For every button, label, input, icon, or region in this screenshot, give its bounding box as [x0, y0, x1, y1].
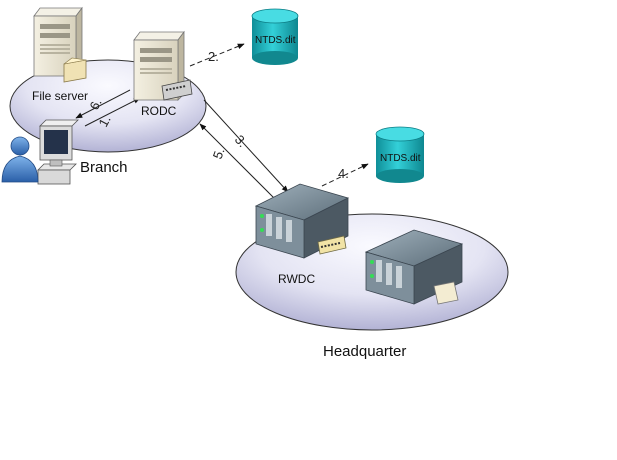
step-label-5: 5. — [210, 146, 228, 161]
hq-server-icon — [364, 229, 464, 305]
arrow-step-3 — [203, 99, 289, 193]
rwdc-server-icon — [254, 183, 350, 259]
arrow-step-1 — [84, 97, 141, 127]
user-icon — [1, 136, 39, 183]
arrow-step-2 — [189, 43, 245, 67]
rwdc-label: RWDC — [278, 272, 315, 286]
file-server-icon — [33, 6, 87, 83]
database-icon-branch — [251, 8, 299, 65]
arrow-step-4 — [321, 163, 369, 187]
step-label-2: 2. — [208, 49, 219, 64]
file-server-label: File server — [32, 89, 88, 103]
rodc-label: RODC — [141, 104, 177, 118]
arrow-step-5 — [199, 123, 277, 201]
headquarter-label: Headquarter — [323, 343, 406, 360]
arrow-step-6 — [75, 89, 131, 119]
rodc-server-icon — [133, 30, 193, 101]
branch-label: Branch — [80, 159, 128, 176]
database-label-branch: NTDS.dit — [255, 35, 296, 46]
database-icon-headquarter — [375, 126, 425, 183]
step-label-4: 4. — [338, 166, 349, 181]
workstation-icon — [37, 119, 79, 185]
database-label-headquarter: NTDS.dit — [380, 153, 421, 164]
